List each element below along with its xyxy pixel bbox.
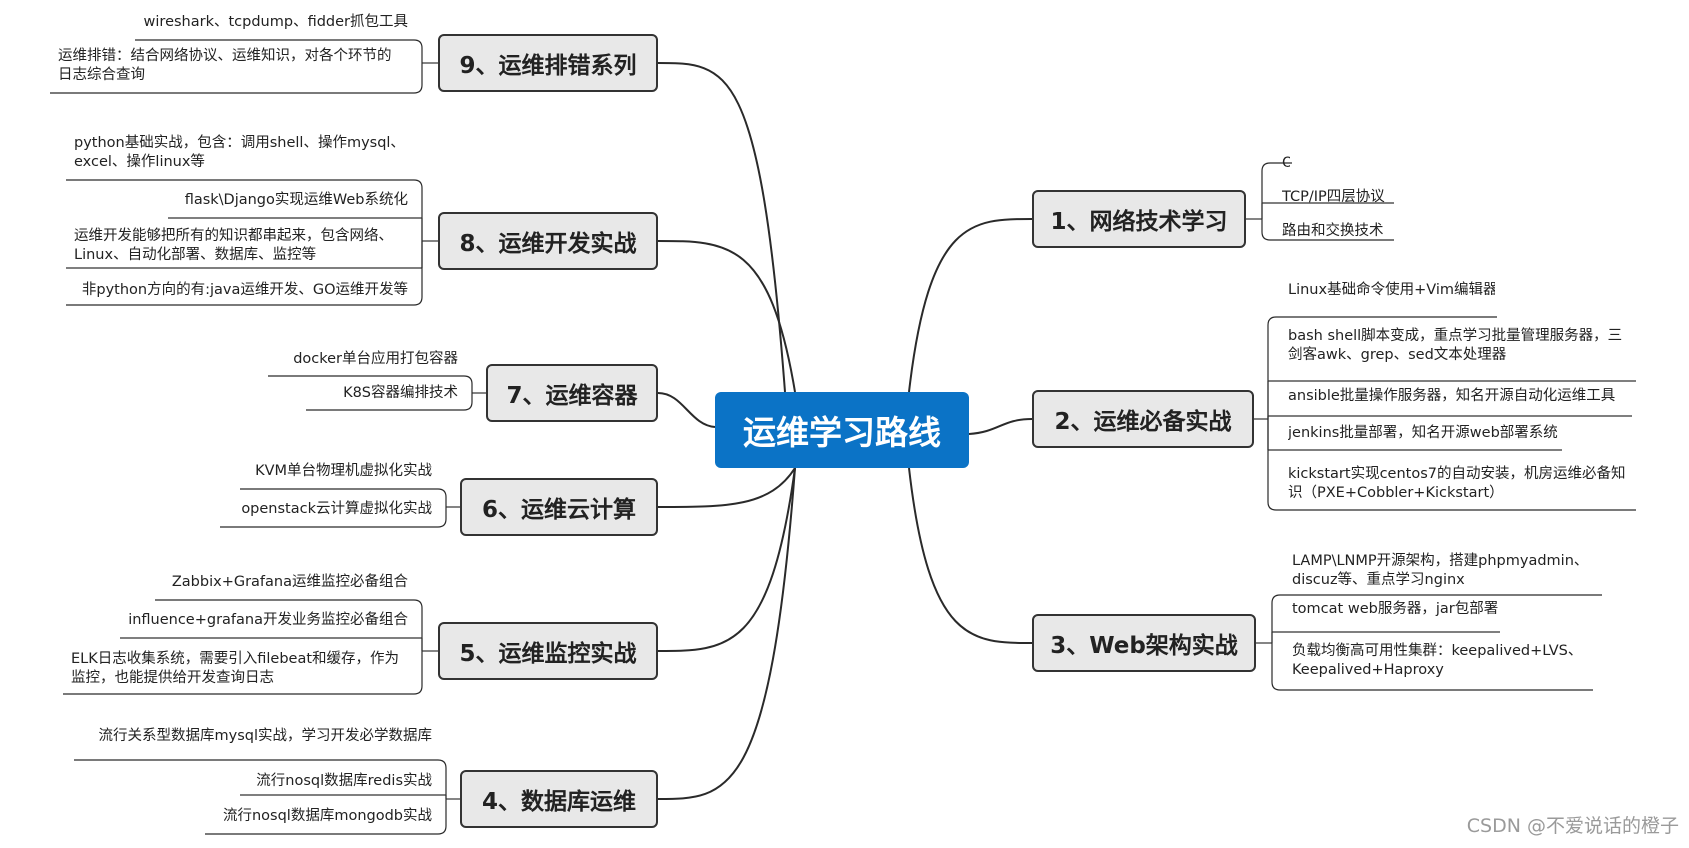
leaf-topic[interactable]: wireshark、tcpdump、fidder抓包工具 <box>143 14 408 30</box>
branch-topic-2[interactable]: 2、运维必备实战 <box>1032 390 1254 448</box>
leaf-connector <box>268 375 473 393</box>
branch-topic-3[interactable]: 3、Web架构实战 <box>1032 614 1256 672</box>
leaf-connector <box>205 799 447 835</box>
branch-topic-1[interactable]: 1、网络技术学习 <box>1032 190 1246 248</box>
branch-topic-4[interactable]: 4、数据库运维 <box>460 770 658 828</box>
branch-topic-7[interactable]: 7、运维容器 <box>486 364 658 422</box>
leaf-topic[interactable]: jenkins批量部署，知名开源web部署系统 <box>1288 425 1558 441</box>
leaf-connector <box>50 63 423 94</box>
leaf-connector <box>66 241 423 306</box>
branch-topic-6[interactable]: 6、运维云计算 <box>460 478 658 536</box>
leaf-topic[interactable]: 运维排错：结合网络协议、运维知识，对各个环节的 日志综合查询 <box>58 48 392 83</box>
leaf-topic[interactable]: kickstart实现centos7的自动安装，机房运维必备知 识（PXE+Co… <box>1288 466 1626 501</box>
branch-connector-6 <box>657 467 796 508</box>
branch-connector-4 <box>657 467 796 800</box>
leaf-topic[interactable]: openstack云计算虚拟化实战 <box>241 501 432 517</box>
leaf-topic[interactable]: influence+grafana开发业务监控必备组合 <box>128 612 408 628</box>
branch-connector-8 <box>657 240 796 393</box>
leaf-topic[interactable]: 流行nosql数据库redis实战 <box>256 773 432 789</box>
leaf-connector <box>155 599 423 651</box>
branch-topic-9[interactable]: 9、运维排错系列 <box>438 34 658 92</box>
branch-connector-7 <box>657 392 716 428</box>
leaf-topic[interactable]: 运维开发能够把所有的知识都串起来，包含网络、 Linux、自动化部署、数据库、监… <box>74 228 393 263</box>
leaf-connector <box>1267 419 1636 511</box>
branch-connector-1 <box>908 218 1033 393</box>
leaf-connector <box>1261 162 1292 219</box>
leaf-connector <box>135 39 423 63</box>
leaf-topic[interactable]: bash shell脚本变成，重点学习批量管理服务器，三 剑客awk、grep、… <box>1288 328 1623 363</box>
leaf-topic[interactable]: Linux基础命令使用+Vim编辑器 <box>1288 282 1495 298</box>
branch-connector-3 <box>908 467 1033 644</box>
leaf-topic[interactable]: flask\Django实现运维Web系统化 <box>184 192 408 208</box>
branch-topic-5[interactable]: 5、运维监控实战 <box>438 622 658 680</box>
branch-connector-2 <box>968 418 1033 435</box>
leaf-connector <box>1267 316 1497 419</box>
leaf-topic[interactable]: tomcat web服务器，jar包部署 <box>1292 601 1498 617</box>
leaf-topic[interactable]: 流行关系型数据库mysql实战，学习开发必学数据库 <box>98 728 433 744</box>
branch-topic-8[interactable]: 8、运维开发实战 <box>438 212 658 270</box>
leaf-topic[interactable]: docker单台应用打包容器 <box>293 351 458 367</box>
leaf-connector <box>1261 219 1394 241</box>
watermark: CSDN @不爱说话的橙子 <box>1466 815 1679 837</box>
leaf-topic[interactable]: 路由和交换技术 <box>1282 223 1384 239</box>
leaf-topic[interactable]: 负载均衡高可用性集群：keepalived+LVS、 Keepalived+Ha… <box>1292 643 1583 678</box>
leaf-topic[interactable]: KVM单台物理机虚拟化实战 <box>255 463 432 479</box>
leaf-topic[interactable]: TCP/IP四层协议 <box>1282 189 1385 205</box>
leaf-topic[interactable]: Zabbix+Grafana运维监控必备组合 <box>171 574 408 590</box>
branch-connector-5 <box>657 467 796 652</box>
leaf-connector <box>1271 594 1602 643</box>
leaf-connector <box>63 651 423 695</box>
leaf-connector <box>220 507 447 528</box>
leaf-topic[interactable]: 非python方向的有:java运维开发、GO运维开发等 <box>81 282 408 298</box>
leaf-topic[interactable]: 流行nosql数据库mongodb实战 <box>222 808 432 824</box>
leaf-topic[interactable]: OSI七层模型 <box>1282 155 1290 171</box>
central-topic[interactable]: 运维学习路线 <box>715 392 969 468</box>
leaf-topic[interactable]: python基础实战，包含：调用shell、操作mysql、 excel、操作l… <box>74 135 405 170</box>
leaf-topic[interactable]: K8S容器编排技术 <box>343 385 458 401</box>
leaf-connector <box>1271 643 1593 691</box>
branch-connector-9 <box>657 62 786 393</box>
leaf-topic[interactable]: ansible批量操作服务器，知名开源自动化运维工具 <box>1288 388 1616 404</box>
leaf-topic[interactable]: ELK日志收集系统，需要引入filebeat和缓存，作为 监控，也能提供给开发查… <box>71 651 400 686</box>
leaf-connector <box>240 488 447 507</box>
leaf-connector <box>306 393 473 411</box>
leaf-topic[interactable]: LAMP\LNMP开源架构，搭建phpmyadmin、 discuz等、重点学习… <box>1292 553 1589 588</box>
leaf-connector <box>74 759 447 799</box>
leaf-connector <box>66 179 423 241</box>
